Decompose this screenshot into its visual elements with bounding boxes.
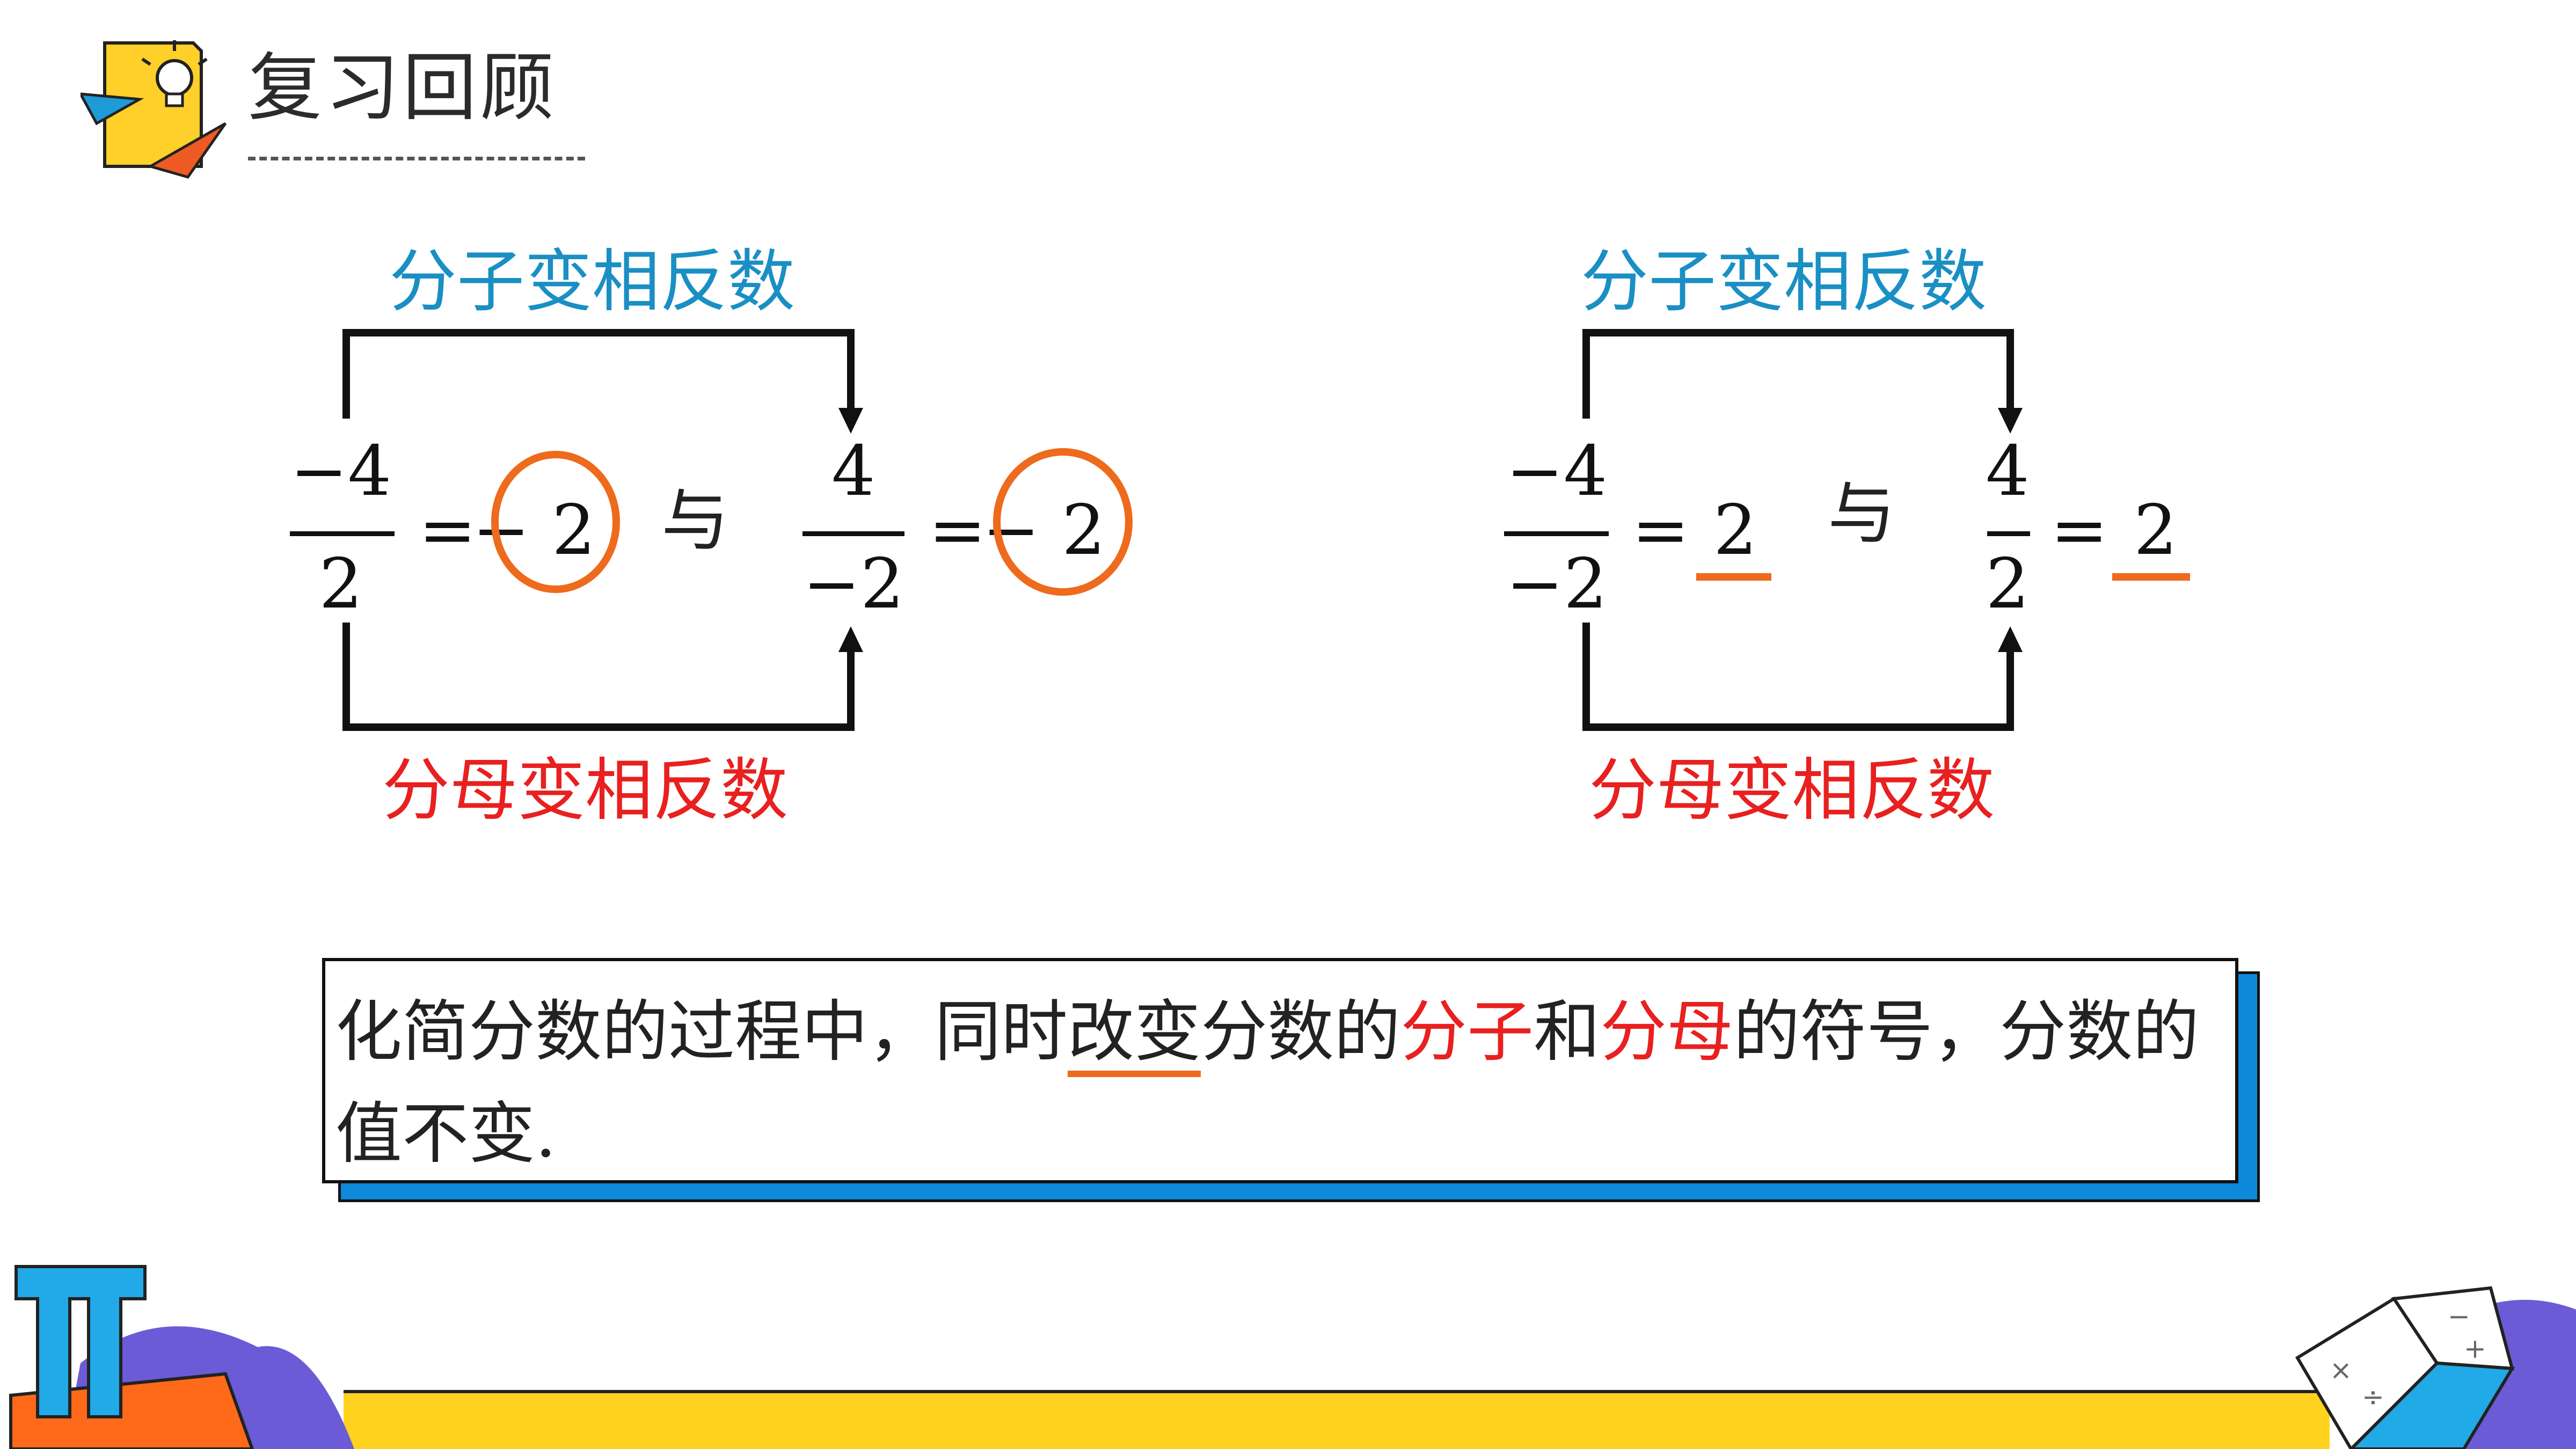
left-frac1-denominator: 2 [319,544,363,624]
right-frac2-bar [1987,531,2030,536]
left-connector: 与 [661,481,729,560]
left-top-label: 分子变相反数 [389,242,795,321]
svg-text:+: + [2464,1333,2486,1364]
left-result1-circle [491,451,620,593]
right-result1-underline [1696,573,1771,581]
right-frac1-numerator: −4 [1506,431,1608,511]
right-result2: 2 [2134,491,2178,570]
right-connector: 与 [1828,474,1895,553]
left-frac1-numerator: −4 [290,431,392,511]
right-bottom-label: 分母变相反数 [1589,751,1995,830]
right-top-label: 分子变相反数 [1581,242,1987,321]
svg-text:×: × [2330,1355,2352,1386]
note-part-5: 和 [1534,993,1601,1071]
left-frac2-numerator: 4 [831,431,875,511]
svg-text:÷: ÷ [2362,1381,2384,1413]
right-eq1: = [1632,491,1690,570]
left-frac1-bar [290,531,395,536]
note-part-2: 改变 [1068,993,1201,1077]
left-eq1: = [419,491,477,570]
note-part-3: 分数的 [1201,993,1401,1071]
left-result2-circle [993,448,1133,596]
page-title: 复习回顾 [248,45,558,131]
note-part-1: 化简分数的过程中，同时 [335,993,1068,1071]
right-eq2: = [2050,491,2108,570]
right-frac1-denominator: −2 [1506,544,1608,624]
note-part-7: 的符号，分数的值不变. [335,993,2200,1173]
footer-line [344,1390,2330,1393]
right-frac2-numerator: 4 [1986,431,2030,511]
right-frac2-denominator: 2 [1986,544,2030,624]
right-result1: 2 [1713,491,1757,570]
note-box [322,958,2238,1183]
svg-text:−: − [2448,1301,2470,1332]
note-text: 化简分数的过程中，同时改变分数的分子和分母的符号，分数的值不变. [335,981,2225,1185]
note-part-4: 分子 [1400,993,1534,1071]
book-icon: × ÷ − + [2295,1286,2576,1449]
left-eq2: = [929,491,987,570]
left-frac2-bar [802,531,904,536]
pi-icon [9,1265,354,1449]
lightbulb-paper-plane-icon [81,40,227,179]
left-frac2-denominator: −2 [802,544,904,624]
left-bottom-label: 分母变相反数 [382,751,788,830]
right-frac1-bar [1504,531,1609,536]
right-result2-underline [2112,573,2190,581]
footer-bar [344,1390,2330,1449]
title-underline [248,157,585,160]
note-part-6: 分母 [1600,993,1734,1071]
